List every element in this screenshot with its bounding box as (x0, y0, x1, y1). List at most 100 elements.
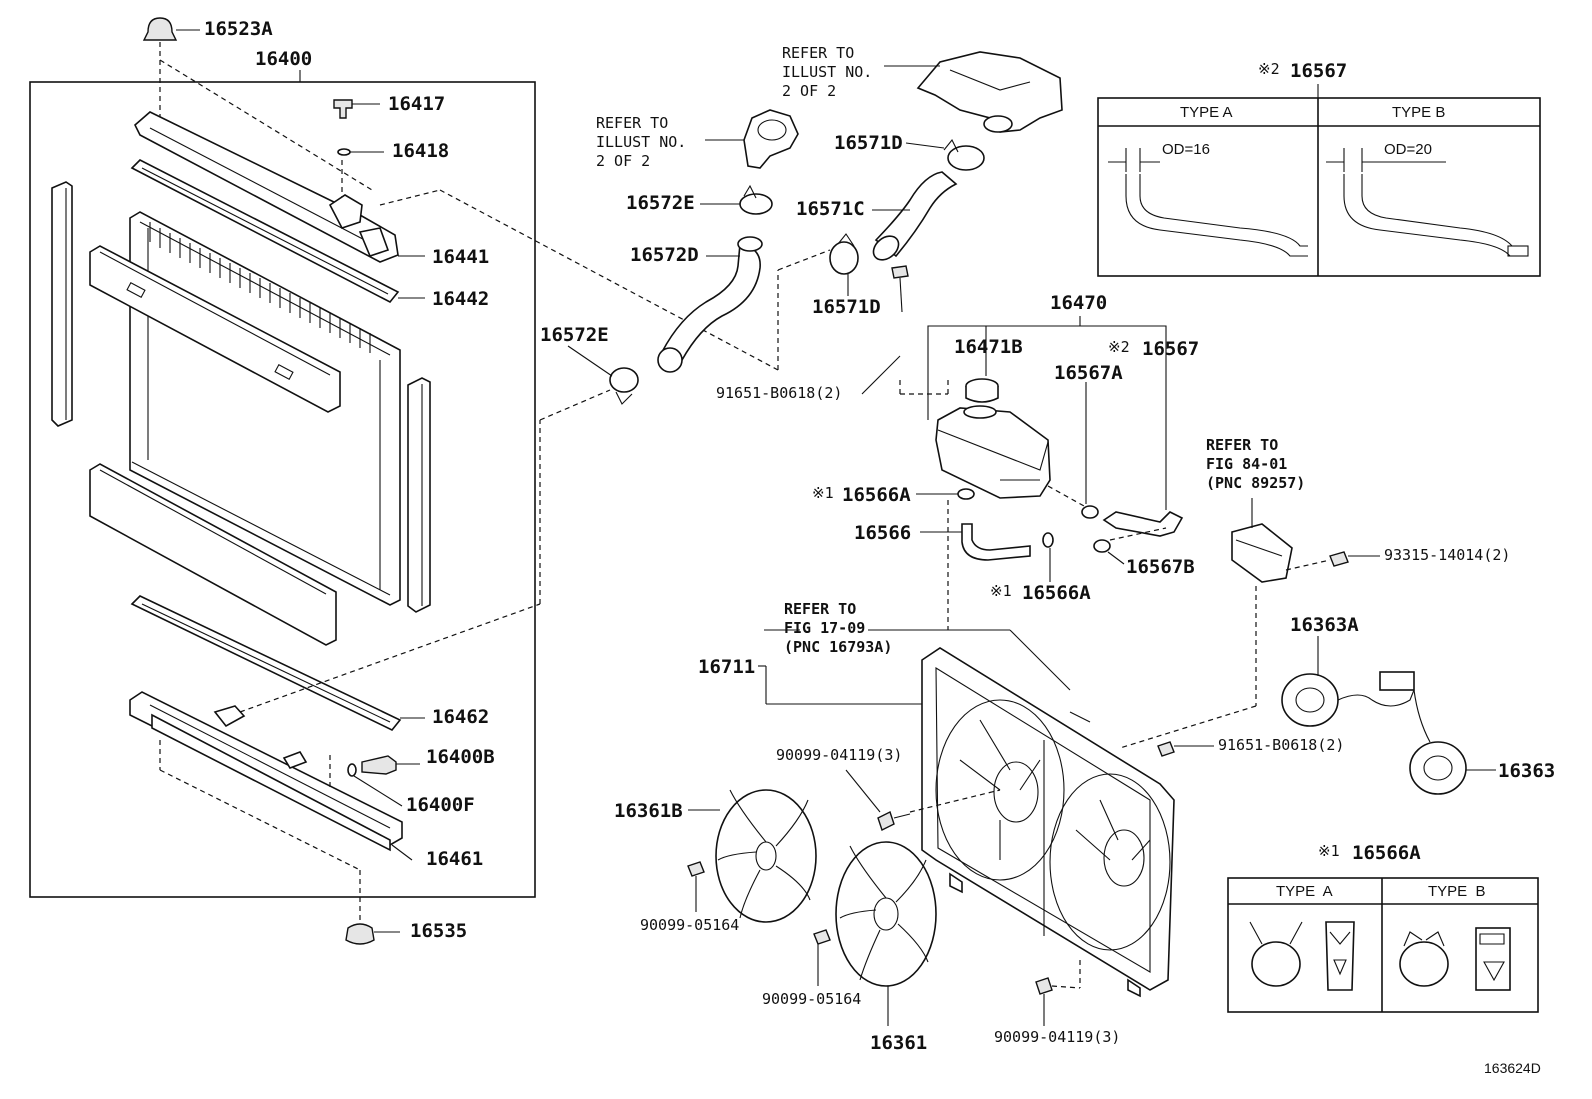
label-reservoir-bolt: 91651-B0618(2) (716, 384, 843, 402)
drain-cock-plug (333, 99, 380, 119)
hose-type-a-od: OD=16 (1162, 141, 1210, 158)
label-16571C: 16571C (796, 198, 865, 220)
label-16400F: 16400F (406, 794, 475, 816)
label-16461: 16461 (426, 848, 484, 870)
hose-type-b-od: OD=20 (1384, 141, 1432, 158)
label-16567-mark: ※2 (1108, 338, 1130, 356)
radiator-lower-tank (129, 691, 413, 861)
hose-types-mark: ※2 (1258, 60, 1280, 78)
radiator-upper-hose (872, 171, 958, 261)
label-16441: 16441 (432, 246, 490, 268)
label-16535: 16535 (410, 920, 468, 942)
drain-cock-o-ring (347, 763, 403, 807)
radiator-side-seal-right (407, 377, 431, 613)
label-16418: 16418 (392, 140, 450, 162)
fan-shroud (758, 647, 1175, 998)
label-16442: 16442 (432, 288, 490, 310)
radiator-lower-hose (657, 236, 763, 373)
label-16566: 16566 (854, 522, 912, 544)
fan-nut-a (687, 861, 705, 912)
upper-hose-clamp-bottom (829, 233, 859, 296)
overflow-hose-clamp-a (1081, 505, 1099, 519)
reservoir-cap (965, 338, 999, 403)
label-16711: 16711 (698, 656, 756, 678)
label-16567B: 16567B (1126, 556, 1195, 578)
label-16417: 16417 (388, 93, 446, 115)
water-outlet-housing (884, 51, 1063, 133)
radiator-lower-baffle (89, 463, 337, 646)
label-16361: 16361 (870, 1032, 928, 1054)
label-16523A: 16523A (204, 18, 273, 40)
label-16363A: 16363A (1290, 614, 1359, 636)
label-nut-left: 90099-05164 (640, 916, 740, 934)
refer-fig-controller: REFER TO FIG 84-01 (PNC 89257) (1206, 436, 1306, 492)
hose-type-a-header: TYPE A (1180, 104, 1233, 121)
label-16566A-bottom: 16566A (1022, 582, 1091, 604)
radiator-upper-baffle (89, 245, 341, 413)
label-16571D-bottom: 16571D (812, 296, 881, 318)
label-16567A: 16567A (1054, 362, 1123, 384)
hose-types-part: 16567 (1290, 60, 1348, 82)
reservoir-hose-clamp-bottom (1042, 532, 1054, 582)
label-16572D: 16572D (630, 244, 699, 266)
thermostat-housing (705, 109, 799, 169)
reservoir-hose (920, 523, 1031, 561)
reservoir-hose-clamp-top (916, 488, 975, 500)
radiator-upper-tank (134, 111, 425, 263)
label-bolt-right: 91651-B0618(2) (1218, 736, 1345, 754)
label-16462: 16462 (432, 706, 490, 728)
hose-type-b-header: TYPE B (1392, 104, 1446, 121)
label-16572E-top: 16572E (626, 192, 695, 214)
label-16566A-bottom-mark: ※1 (990, 582, 1012, 600)
clamp-type-table (1227, 877, 1539, 1013)
label-16470: 16470 (1050, 292, 1108, 314)
fan-nut-b (813, 929, 831, 986)
figure-id: 163624D (1484, 1060, 1541, 1076)
overflow-hose-clamp-b (1093, 539, 1125, 565)
label-screw-bottom: 90099-04119(3) (994, 1028, 1121, 1046)
fan-blade-b (835, 841, 937, 1026)
lower-hose-clamp-left (567, 345, 639, 405)
radiator-assembly-frame (29, 81, 536, 898)
radiator-cushion-top (142, 17, 200, 41)
label-16400: 16400 (255, 48, 313, 70)
clamp-type-b-header: TYPE B (1428, 883, 1486, 900)
radiator-upper-gasket (130, 159, 425, 304)
label-16567: 16567 (1142, 338, 1200, 360)
shroud-screw-bottom (1035, 977, 1053, 1026)
reservoir-tank (935, 405, 1051, 499)
drain-cock-gasket (337, 148, 384, 156)
upper-hose-clamp-top (905, 138, 985, 171)
fan-controller (1231, 498, 1293, 583)
reservoir-bolt (861, 265, 909, 395)
label-screw-top: 90099-04119(3) (776, 746, 903, 764)
label-16471B: 16471B (954, 336, 1023, 358)
refer-fig-shroud: REFER TO FIG 17-09 (PNC 16793A) (784, 600, 893, 656)
fan-motor-b (1409, 689, 1496, 795)
label-16361B: 16361B (614, 800, 683, 822)
label-16363: 16363 (1498, 760, 1556, 782)
clamp-types-part: 16566A (1352, 842, 1421, 864)
drain-cock (361, 755, 420, 775)
overflow-hose (1102, 340, 1184, 537)
label-controller-bolt: 93315-14014(2) (1384, 546, 1511, 564)
fan-motor-a (1281, 636, 1415, 727)
radiator-lower-gasket (130, 595, 425, 731)
shroud-screw-top (845, 769, 911, 831)
controller-bolt (1329, 551, 1380, 567)
clamp-types-mark: ※1 (1318, 842, 1340, 860)
radiator-cushion-bottom (345, 923, 400, 945)
shroud-bolt-right (1157, 741, 1214, 757)
label-16572E-left: 16572E (540, 324, 609, 346)
radiator-side-seal-left (51, 181, 73, 427)
label-16571D-top: 16571D (834, 132, 903, 154)
refer-illust-top: REFER TO ILLUST NO. 2 OF 2 (782, 44, 873, 100)
label-16566A-top-mark: ※1 (812, 484, 834, 502)
lower-hose-clamp-top (700, 184, 773, 215)
label-nut-bottom: 90099-05164 (762, 990, 862, 1008)
label-16566A-top: 16566A (842, 484, 911, 506)
fan-blade-a (688, 789, 817, 923)
label-16400B: 16400B (426, 746, 495, 768)
clamp-type-a-header: TYPE A (1276, 883, 1333, 900)
